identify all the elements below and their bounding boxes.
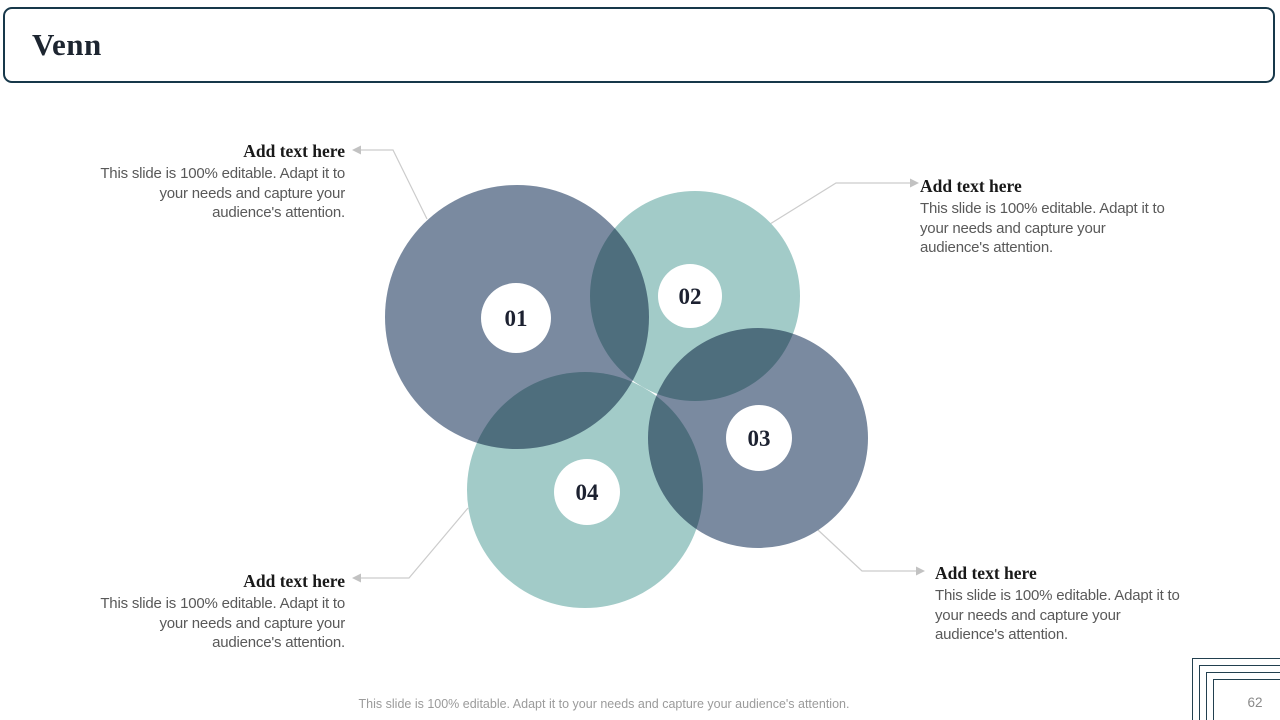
placeholder-body: This slide is 100% editable. Adapt it to… [100,165,345,221]
number-badge-03[interactable] [726,405,792,471]
connector-line-top-right [769,182,910,225]
nested-frame-icon [1192,658,1280,720]
placeholder-body: This slide is 100% editable. Adapt it to… [935,587,1180,643]
text-placeholder-top-right[interactable]: Add text here This slide is 100% editabl… [920,176,1172,258]
placeholder-heading: Add text here [243,141,345,161]
arrow-left-icon [352,145,361,155]
number-badge-04[interactable] [554,459,620,525]
placeholder-body: This slide is 100% editable. Adapt it to… [920,200,1165,256]
nested-frame-icon [1213,679,1280,720]
arrow-right-icon [916,566,925,576]
connector-line-top-left [356,149,428,220]
page-number: 62 [1247,695,1263,710]
slide-footer-text: This slide is 100% editable. Adapt it to… [358,697,850,711]
number-label-04: 04 [576,480,600,505]
placeholder-heading: Add text here [243,571,345,591]
connector-line-bottom-left [358,507,469,579]
slide-title-box[interactable]: Venn [3,7,1275,83]
number-badge-02[interactable] [658,264,722,328]
arrow-left-icon [352,573,361,583]
text-placeholder-top-left[interactable]: Add text here This slide is 100% editabl… [93,141,345,223]
placeholder-body: This slide is 100% editable. Adapt it to… [100,595,345,651]
nested-frame-icon [1206,672,1280,720]
arrow-right-icon [910,178,919,188]
number-label-02: 02 [679,284,702,309]
number-label-03: 03 [748,426,771,451]
slide-title: Venn [32,27,102,62]
number-label-01: 01 [505,306,528,331]
text-placeholder-bottom-right[interactable]: Add text here This slide is 100% editabl… [935,563,1187,645]
nested-frame-icon [1199,665,1280,720]
connector-line-bottom-right [817,529,916,572]
placeholder-heading: Add text here [935,563,1037,583]
text-placeholder-bottom-left[interactable]: Add text here This slide is 100% editabl… [93,571,345,653]
placeholder-heading: Add text here [920,176,1022,196]
number-badge-01[interactable] [481,283,551,353]
